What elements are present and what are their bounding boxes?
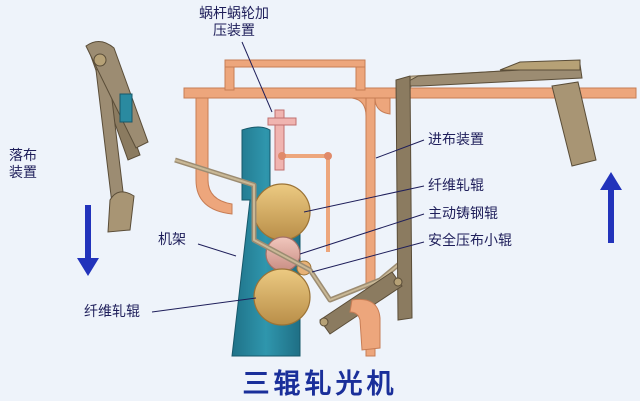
leader-lines: [151, 41, 425, 313]
worm-gear-linkage: [267, 109, 332, 252]
label-fiber-roll-top: 纤维轧辊: [428, 178, 484, 194]
fiber-roll-top: [253, 183, 311, 241]
label-frame: 机架: [158, 232, 186, 248]
feed-cloth: [395, 59, 597, 321]
label-delivery-device: 落布装置: [9, 148, 37, 181]
delivery-cloth: [85, 41, 149, 233]
diagram-title: 三辊轧光机: [242, 369, 398, 400]
arrow-up-icon: [600, 172, 622, 243]
label-fiber-roll-bottom: 纤维轧辊: [84, 304, 140, 320]
label-cast-steel-roll: 主动铸钢辊: [428, 206, 498, 222]
arrow-down-icon: [77, 205, 99, 276]
label-feed-device: 进布装置: [428, 132, 484, 148]
label-safety-roll: 安全压布小辊: [428, 233, 512, 249]
fiber-roll-bottom: [253, 268, 311, 326]
label-worm-gear: 蜗杆蜗轮加压装置: [199, 6, 269, 39]
folding-mechanism: [319, 271, 403, 351]
